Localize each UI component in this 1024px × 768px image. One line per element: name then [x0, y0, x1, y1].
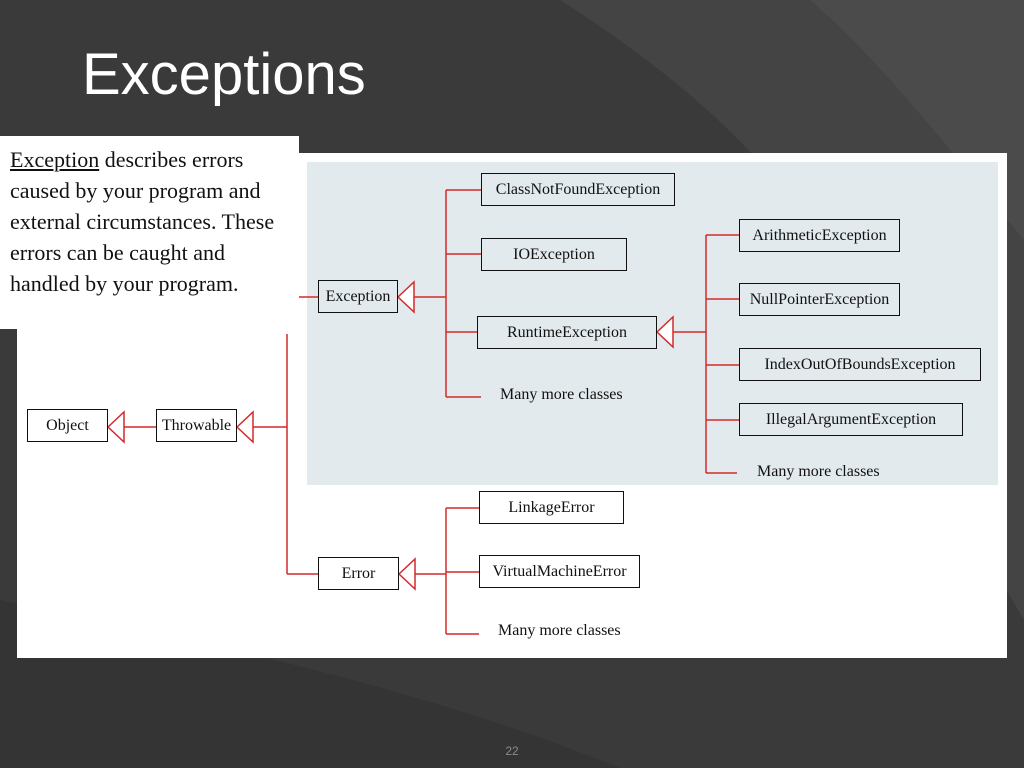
- slide-title: Exceptions: [82, 42, 366, 107]
- exception-term: Exception: [10, 147, 100, 172]
- node-linkageerror: LinkageError: [479, 491, 624, 524]
- error-more-classes: Many more classes: [498, 622, 621, 639]
- node-runtimeexception: RuntimeException: [477, 316, 657, 349]
- node-ioexception: IOException: [481, 238, 627, 271]
- page-number: 22: [505, 744, 519, 758]
- node-throwable: Throwable: [156, 409, 237, 442]
- description-callout: Exception describes errors caused by you…: [0, 136, 299, 329]
- exception-more-classes: Many more classes: [500, 386, 623, 403]
- node-virtualmachineerror: VirtualMachineError: [479, 555, 640, 588]
- node-error: Error: [318, 557, 399, 590]
- runtime-more-classes: Many more classes: [757, 463, 880, 480]
- node-object: Object: [27, 409, 108, 442]
- description-text: describes errors caused by your program …: [10, 147, 275, 296]
- node-arithmeticexception: ArithmeticException: [739, 219, 900, 252]
- node-exception: Exception: [318, 280, 398, 313]
- node-illegalargumentexception: IllegalArgumentException: [739, 403, 963, 436]
- node-classnotfoundexception: ClassNotFoundException: [481, 173, 675, 206]
- node-indexoutofboundsexception: IndexOutOfBoundsException: [739, 348, 981, 381]
- node-nullpointerexception: NullPointerException: [739, 283, 900, 316]
